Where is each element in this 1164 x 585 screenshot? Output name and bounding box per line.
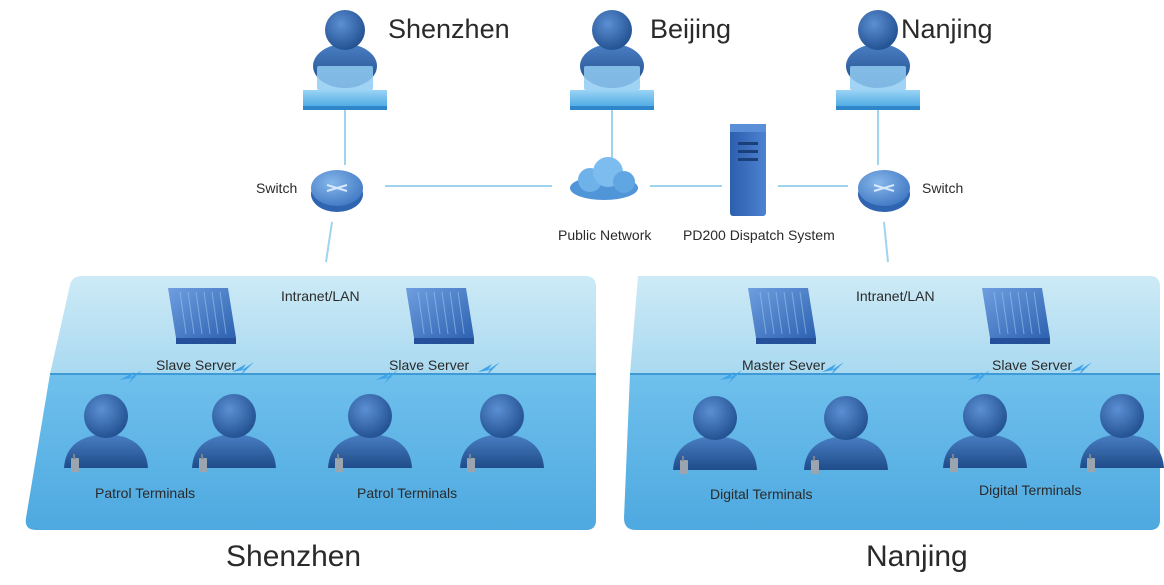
terminal-group-label: Patrol Terminals [357, 485, 458, 501]
site-label-shenzhen: Shenzhen [388, 14, 510, 44]
lan-label-shenzhen: Intranet/LAN [281, 288, 360, 304]
dispatch-server-icon [730, 124, 766, 216]
cloud-icon [570, 157, 638, 200]
user-icon [570, 10, 654, 110]
connection-lines [325, 110, 889, 263]
server-icon [981, 287, 1051, 345]
server-icon [405, 287, 475, 345]
switch-label-right: Switch [922, 180, 964, 196]
server-label: Slave Server [156, 357, 237, 373]
dispatch-system-label: PD200 Dispatch System [683, 227, 835, 243]
server-label: Slave Server [992, 357, 1073, 373]
terminal-group-label: Digital Terminals [979, 482, 1082, 498]
terminal-group-label: Patrol Terminals [95, 485, 196, 501]
user-icon [303, 10, 387, 110]
platform-nanjing [624, 276, 1160, 530]
server-icon [747, 287, 817, 345]
switch-icon [858, 170, 910, 212]
server-label: Slave Server [389, 357, 470, 373]
terminal-group-label: Digital Terminals [710, 486, 813, 502]
switch-label-left: Switch [256, 180, 298, 196]
public-network-label: Public Network [558, 227, 652, 243]
server-icon [167, 287, 237, 345]
site-label-nanjing: Nanjing [901, 14, 993, 44]
region-title-shenzhen: Shenzhen [226, 540, 362, 573]
site-label-beijing: Beijing [650, 14, 732, 44]
switch-icon [311, 170, 363, 212]
server-label: Master Sever [742, 357, 826, 373]
region-title-nanjing: Nanjing [866, 540, 968, 573]
lan-label-nanjing: Intranet/LAN [856, 288, 935, 304]
